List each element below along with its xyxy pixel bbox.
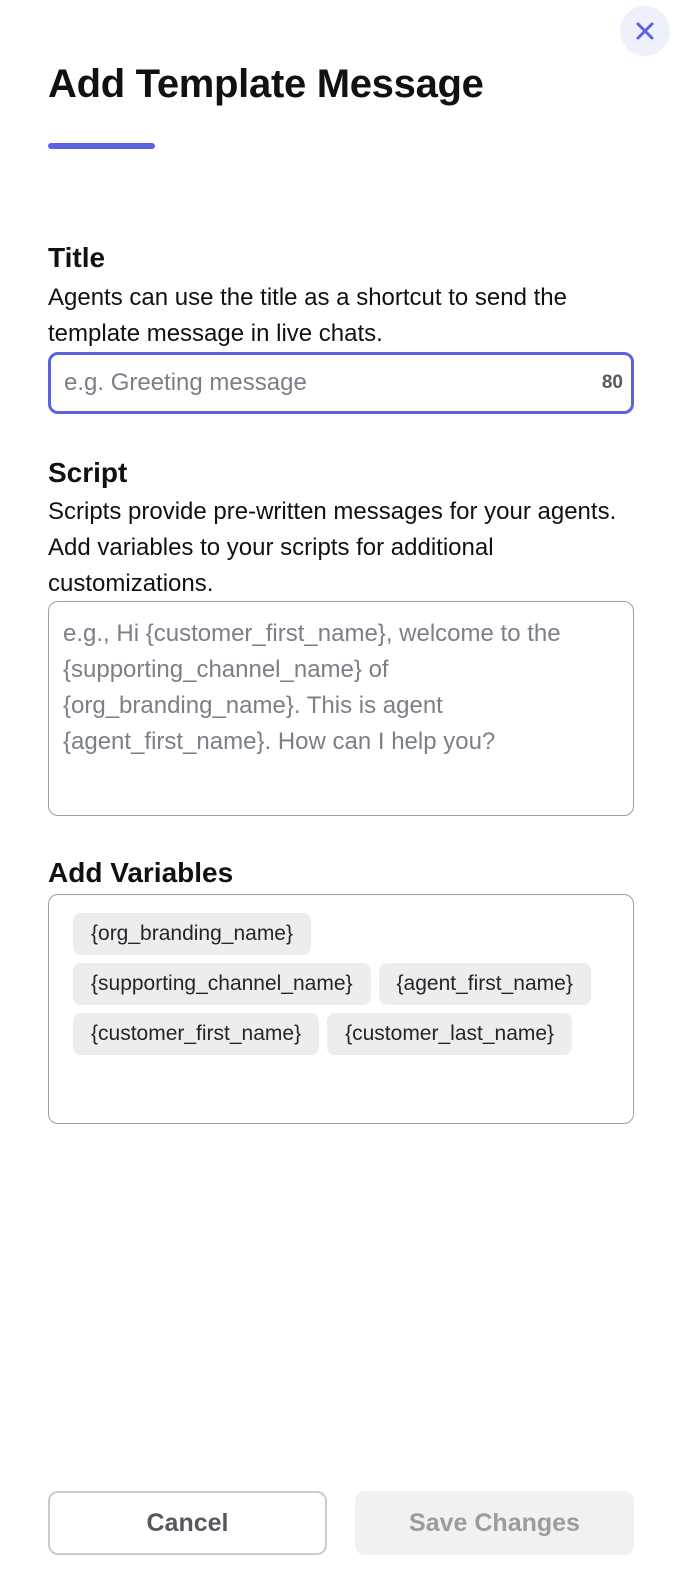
save-changes-button[interactable]: Save Changes [355,1491,634,1555]
variables-heading: Add Variables [48,857,234,888]
variable-chip-customer-first-name[interactable]: {customer_first_name} [73,1013,320,1055]
close-button[interactable] [620,6,670,56]
variable-chip-org-branding-name[interactable]: {org_branding_name} [73,913,312,955]
variable-chip-supporting-channel-name[interactable]: {supporting_channel_name} [73,963,371,1005]
title-char-count: 80 [601,372,623,393]
script-textarea[interactable] [49,602,633,815]
cancel-button[interactable]: Cancel [48,1491,327,1555]
script-description: Scripts provide pre-written messages for… [48,498,617,597]
title-description: Agents can use the title as a shortcut t… [48,284,567,347]
script-heading: Script [48,457,128,488]
title-heading: Title [48,242,106,273]
script-textarea-container [48,601,634,816]
title-underline [48,143,155,149]
page-title: Add Template Message [48,62,484,106]
variable-chip-customer-last-name[interactable]: {customer_last_name} [327,1013,573,1055]
title-input[interactable] [51,355,631,411]
close-icon [636,22,654,40]
variables-list: {org_branding_name} {supporting_channel_… [48,894,634,1124]
title-input-container: 80 [48,352,634,414]
variable-chip-agent-first-name[interactable]: {agent_first_name} [378,963,591,1005]
